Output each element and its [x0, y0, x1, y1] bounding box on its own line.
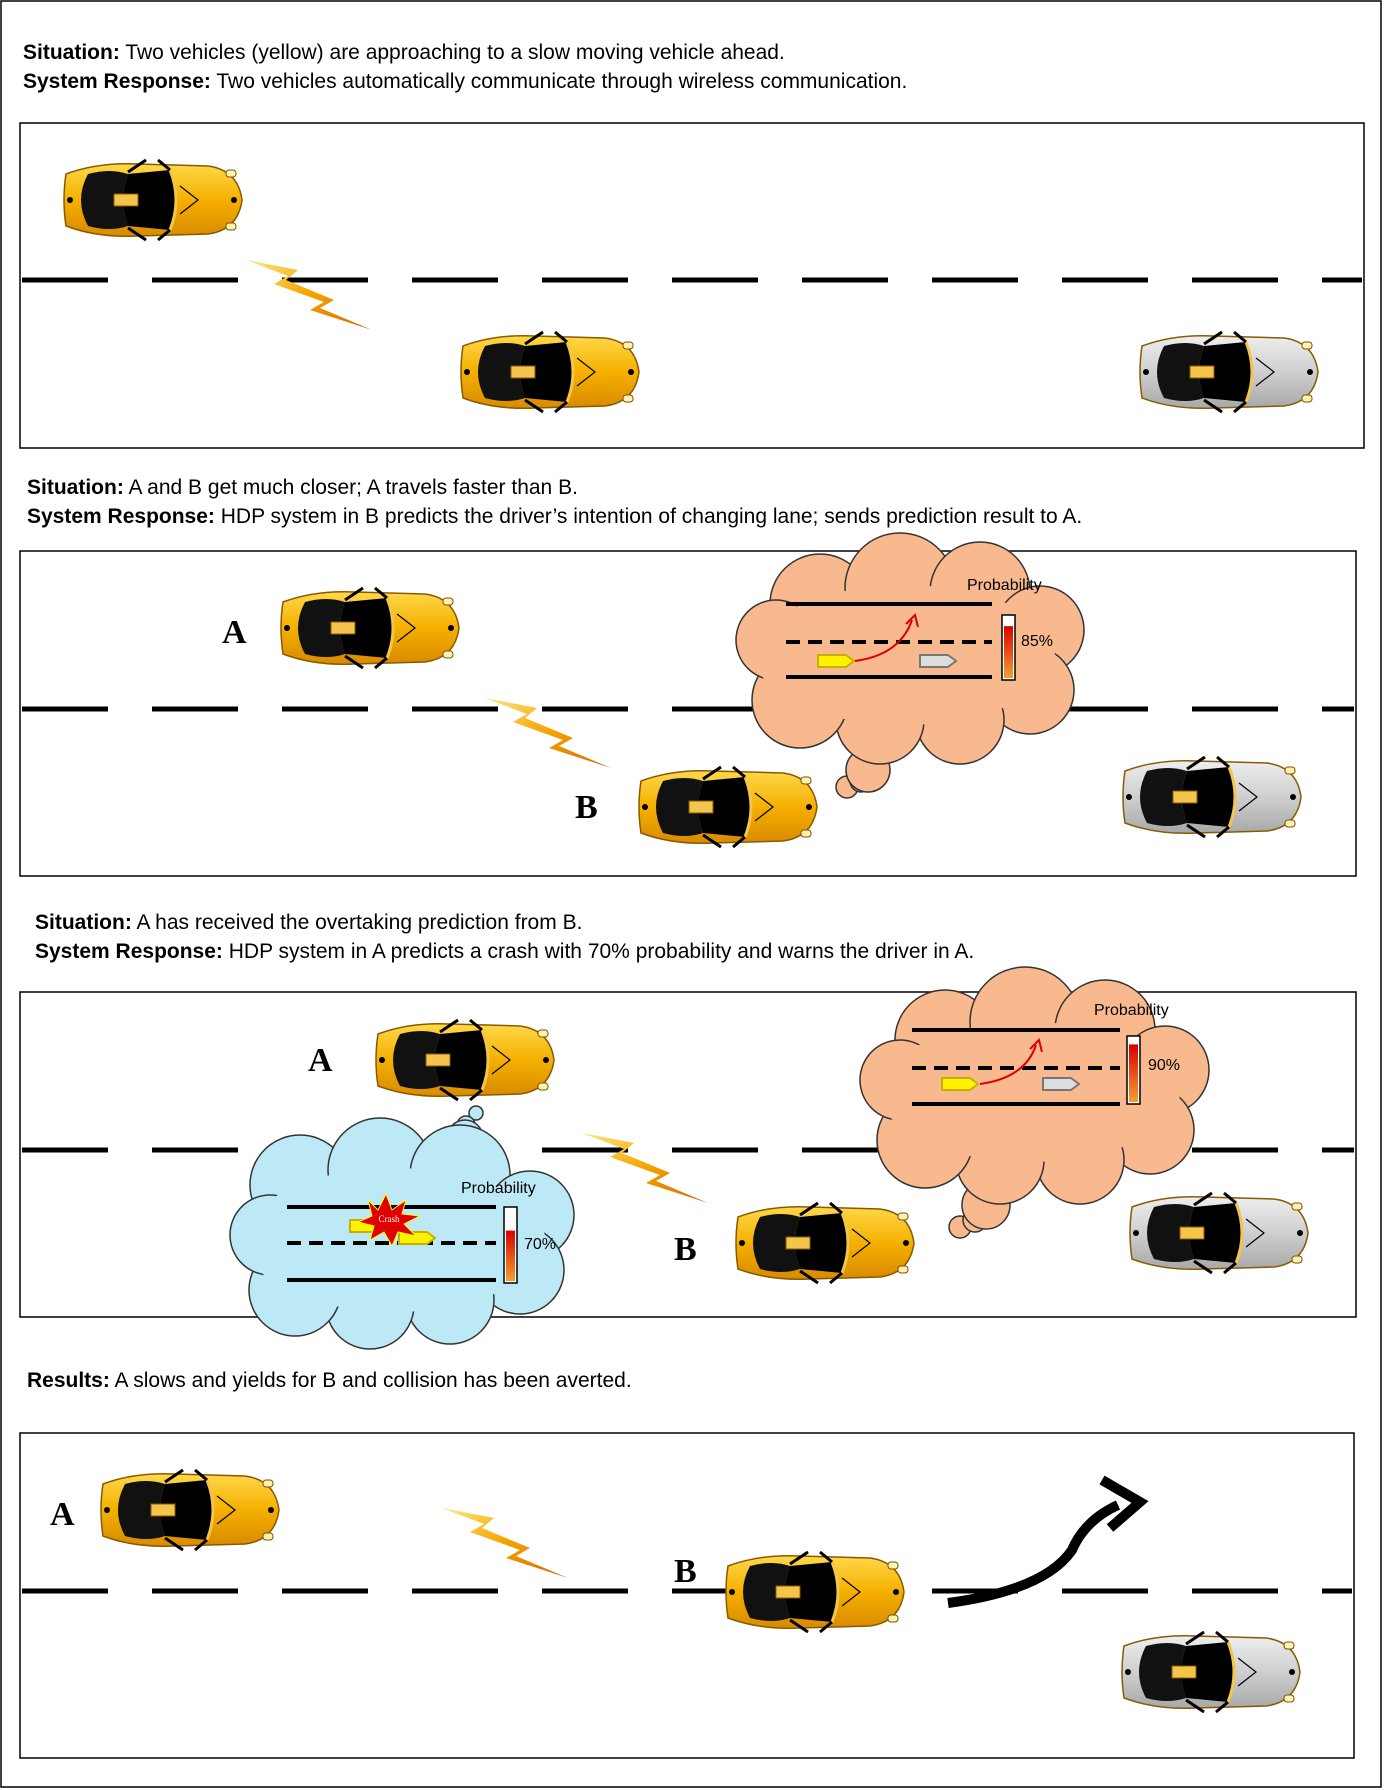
scene4-results-label: Results: [27, 1369, 110, 1392]
scene3-orange-slow-car [1042, 1077, 1080, 1091]
scene4-car-b [724, 1550, 906, 1634]
scene3-orange-lane-change-arrow [979, 1044, 1037, 1085]
scene2-slow-car [1121, 755, 1303, 839]
scene1-wireless-bolt-icon [246, 260, 372, 330]
scene3-response-caption: System Response: HDP system in A predict… [35, 937, 974, 966]
scene1-situation-caption: Situation: Two vehicles (yellow) are app… [23, 38, 785, 67]
scene2-situation-caption: Situation: A and B get much closer; A tr… [27, 473, 578, 502]
scene4-results-text: A slows and yields for B and collision h… [109, 1369, 632, 1392]
crash-text: Crash [379, 1214, 400, 1224]
scene3-car-a [374, 1018, 556, 1102]
scene3-road-box [19, 991, 1357, 1318]
scene2-bubble-title: Probability [967, 577, 1042, 594]
scene4-slow-car [1120, 1630, 1302, 1714]
crash-burst-icon [356, 1192, 422, 1248]
scene2-bubble-car-b [817, 654, 855, 668]
scene1-car-b [459, 330, 641, 414]
scene3-wireless-bolt-icon [582, 1133, 708, 1203]
scene3-response-label: System Response: [35, 940, 223, 963]
scene3-orange-percent: 90% [1148, 1057, 1180, 1074]
scene4-label-b: B [674, 1553, 697, 1590]
scene2-label-b: B [575, 789, 598, 826]
scene2-bubble-slow-car [919, 654, 957, 668]
scene3-blue-title: Probability [461, 1180, 536, 1197]
scene4-label-a: A [50, 1496, 75, 1533]
scene3-blue-meter-fill [506, 1230, 515, 1281]
scene2-probability-meter-fill [1004, 626, 1013, 678]
scene1-situation-text: Two vehicles (yellow) are approaching to… [119, 41, 785, 64]
scene1-car-a [62, 158, 244, 242]
scene3-response-text: HDP system in A predicts a crash with 70… [222, 940, 975, 963]
scene3-label-a: A [308, 1042, 333, 1079]
scene3-warning-bubble-blue [229, 1105, 575, 1350]
scene3-situation-caption: Situation: A has received the overtaking… [35, 908, 582, 937]
scene3-prediction-bubble-orange [859, 966, 1210, 1239]
scene3-blue-percent: 70% [524, 1236, 556, 1253]
scene2-response-text: HDP system in B predicts the driver’s in… [214, 505, 1083, 528]
scene4-lane-change-arrow [947, 1500, 1121, 1608]
scene3-label-b: B [674, 1231, 697, 1268]
scene2-road-box [19, 550, 1357, 877]
scene4-road-box [19, 1432, 1355, 1759]
scene1-response-label: System Response: [23, 70, 211, 93]
scene1-response-text: Two vehicles automatically communicate t… [210, 70, 908, 93]
scene3-orange-car-b [941, 1077, 979, 1091]
scene4-wireless-bolt-icon [442, 1508, 568, 1578]
scene3-situation-label: Situation: [35, 911, 132, 934]
scene2-situation-label: Situation: [27, 476, 124, 499]
scene1-situation-label: Situation: [23, 41, 120, 64]
scene3-car-b [734, 1201, 916, 1285]
scene2-response-label: System Response: [27, 505, 215, 528]
scene2-car-b [637, 765, 819, 849]
scene4-arrowhead-icon [1099, 1475, 1149, 1532]
scene3-slow-car [1128, 1191, 1310, 1275]
scene2-bubble-percent: 85% [1021, 633, 1053, 650]
scene2-prediction-bubble [735, 532, 1085, 799]
scene3-orange-title: Probability [1094, 1002, 1169, 1019]
scene1-response-caption: System Response: Two vehicles automatica… [23, 67, 907, 96]
scene2-situation-text: A and B get much closer; A travels faste… [123, 476, 578, 499]
scene1-slow-car [1138, 330, 1320, 414]
scene4-results-caption: Results: A slows and yields for B and co… [27, 1366, 632, 1395]
scene2-label-a: A [222, 614, 247, 651]
scene2-lane-change-arrowhead [905, 613, 919, 628]
scene4-car-a [99, 1468, 281, 1552]
scene3-orange-meter-fill [1129, 1044, 1138, 1102]
scene2-car-a [279, 586, 461, 670]
scene2-response-caption: System Response: HDP system in B predict… [27, 502, 1082, 531]
scene1-road-box [19, 122, 1365, 449]
scene2-lane-change-arrow [854, 619, 913, 662]
scene3-orange-lane-change-arrowhead [1029, 1038, 1043, 1053]
scene3-situation-text: A has received the overtaking prediction… [131, 911, 583, 934]
